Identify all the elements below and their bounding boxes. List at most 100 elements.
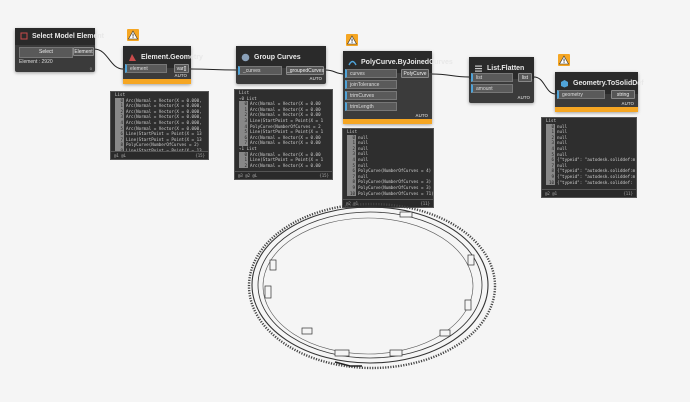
- preview-header: List: [239, 90, 250, 95]
- preview-row-value: null: [557, 151, 568, 157]
- select-button[interactable]: Select: [19, 47, 73, 58]
- preview-row-index: 8: [115, 142, 124, 148]
- preview-row-value: null: [358, 140, 369, 146]
- output-port-element[interactable]: Element: [73, 47, 94, 56]
- input-port-geometry[interactable]: geometry: [557, 90, 605, 99]
- preview-row-value: Line(StartPoint = Point(X = 1: [250, 157, 324, 163]
- output-port-string[interactable]: string: [611, 90, 635, 99]
- preview-count: {15}: [195, 153, 205, 158]
- preview-row-value: null: [557, 145, 568, 151]
- preview-row-index: 11: [115, 159, 124, 160]
- wire-flatten-to-solid: [533, 76, 557, 95]
- node-icon: [128, 53, 137, 62]
- wire-geometry-to-group: [190, 68, 237, 71]
- preview-row-index: 1: [546, 129, 555, 135]
- preview-row-index: 4: [115, 119, 124, 126]
- lacing-label: AUTO: [415, 113, 428, 118]
- polycurve-by-joined-curves-node[interactable]: PolyCurve.ByJoinedCurves curves joinTole…: [343, 51, 453, 124]
- preview-row-index: 3: [239, 117, 248, 124]
- input-port-trim-curves[interactable]: trimCurves: [345, 91, 397, 100]
- input-port-element[interactable]: element: [125, 64, 167, 73]
- preview-row-index: 1: [239, 106, 248, 113]
- select-model-element-node[interactable]: Select Model Element Select Element Elem…: [15, 28, 104, 72]
- geometry-to-solid-def-node[interactable]: Geometry.ToSolidDef geometry string AUTO: [555, 72, 644, 112]
- warning-status-bar: [555, 107, 638, 112]
- lacing-label: AUTO: [621, 101, 634, 106]
- element-geometry-node[interactable]: Element.Geometry element var[] AUTO: [123, 46, 203, 84]
- preview-row-value: Arc(Normal = Vector(X = 0.00: [250, 112, 321, 118]
- preview-row: 9{"typeid": "autodesk.soliddef:m: [542, 173, 636, 180]
- preview-row-value: null: [358, 173, 369, 179]
- preview-footer: @1 @L {15}: [111, 151, 208, 159]
- preview-row-index: 1: [347, 140, 356, 146]
- input-port-curves[interactable]: curves: [345, 69, 397, 78]
- preview-row-index: 9: [347, 184, 356, 191]
- preview-row-value: null: [557, 134, 568, 140]
- geometry-ring-preview: [247, 202, 497, 370]
- list-flatten-node[interactable]: List.Flatten list amount list AUTO: [469, 57, 534, 103]
- warning-icon[interactable]: [346, 34, 358, 46]
- input-port-amount[interactable]: amount: [471, 84, 513, 93]
- lacing-label: AUTO: [174, 73, 187, 78]
- preview-row-value: Line(StartPoint = Point(X = 13: [126, 159, 202, 160]
- preview-row-value: Arc(Normal = Vector(X = 0.00: [250, 134, 321, 140]
- wire-polycurve-to-flatten: [431, 73, 470, 78]
- preview-header: List: [546, 118, 557, 123]
- lacing-label: AUTO: [517, 95, 530, 100]
- output-port-polycurve[interactable]: PolyCurve: [401, 69, 429, 78]
- output-port-list[interactable]: list: [518, 73, 532, 82]
- warning-icon[interactable]: [127, 29, 139, 41]
- output-port-var[interactable]: var[]: [174, 64, 189, 73]
- warning-icon[interactable]: [558, 54, 570, 66]
- preview-row-value: {"typeid": "autodesk.soliddef:m: [557, 173, 636, 179]
- preview-row-index: 4: [239, 123, 248, 130]
- preview-levels: @1 @L: [114, 153, 127, 158]
- preview-header: List: [347, 129, 358, 134]
- preview-count: {15}: [319, 173, 329, 178]
- preview-row-index: 0: [546, 123, 555, 130]
- node-icon: [20, 32, 28, 41]
- preview-row-index: 10: [347, 190, 356, 197]
- output-port-grouped-curves[interactable]: _groupedCurves: [286, 66, 324, 75]
- input-port-curves[interactable]: _curves: [238, 66, 282, 75]
- preview-row-index: 1: [239, 157, 248, 163]
- preview-row-index: 0: [239, 151, 248, 158]
- preview-row-index: 2: [347, 145, 356, 152]
- preview-count: {11}: [623, 191, 633, 196]
- wire-element-to-geometry: [93, 48, 124, 70]
- input-port-trim-length[interactable]: trimLength: [345, 102, 397, 111]
- wire-group-to-polycurve: [324, 69, 346, 75]
- input-port-join-tolerance[interactable]: joinTolerance: [345, 80, 397, 89]
- preview-row-value: Arc(Normal = Vector(X = 0.000,: [126, 119, 202, 125]
- preview-row-value: Arc(Normal = Vector(X = 0.000,: [126, 114, 202, 120]
- preview-row-value: Arc(Normal = Vector(X = 0.000,: [126, 103, 202, 109]
- input-port-list[interactable]: list: [471, 73, 513, 82]
- preview-row-index: 8: [347, 179, 356, 185]
- group-curves-node[interactable]: Group Curves _curves _groupedCurves AUTO: [236, 46, 326, 84]
- preview-row-value: Arc(Normal = Vector(X = 0.000,: [126, 108, 202, 114]
- preview-row-index: 2: [239, 162, 248, 169]
- node-title: Geometry.ToSolidDef: [573, 79, 644, 87]
- preview-row-value: null: [358, 162, 369, 168]
- preview-row-index: 9: [546, 173, 555, 180]
- node-title: Group Curves: [254, 53, 301, 61]
- preview-row-value: Line(StartPoint = Point(X = 13: [126, 136, 202, 142]
- preview-row-value: PolyCurve(NumberOfCurves = 2: [250, 123, 321, 129]
